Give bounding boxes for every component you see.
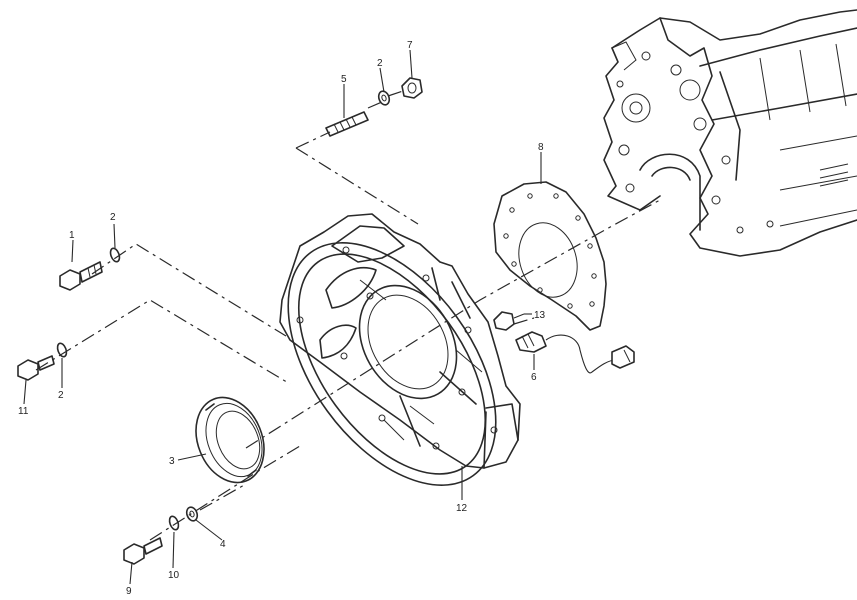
callout-8: 8 xyxy=(538,142,544,153)
callout-13: 13 xyxy=(534,310,546,321)
washer-part-10 xyxy=(168,515,180,531)
callout-12: 12 xyxy=(456,503,468,514)
callout-5: 5 xyxy=(341,74,347,85)
bolt-part-13 xyxy=(493,311,525,331)
callout-7: 7 xyxy=(407,40,413,51)
bolt-part-11 xyxy=(17,355,55,381)
nut-part-7 xyxy=(401,77,423,99)
flywheel-housing-part-12 xyxy=(279,213,521,486)
bolt-part-1 xyxy=(59,261,103,291)
sensor-part-6 xyxy=(515,331,635,374)
callout-numbers: 1 2 5 2 7 8 13 6 12 3 4 9 10 11 2 xyxy=(18,40,546,597)
stud-part-5 xyxy=(325,111,369,137)
engine-block xyxy=(603,9,857,257)
leader-lines xyxy=(23,49,542,585)
callout-2-lower-left: 2 xyxy=(58,390,64,401)
washer-part-2-upper-left xyxy=(109,247,121,263)
assembly-lines xyxy=(35,89,661,541)
washer-part-2-lower-left xyxy=(56,342,68,358)
gasket-part-8 xyxy=(493,181,607,331)
callout-2-upper-left: 2 xyxy=(110,212,116,223)
callout-1: 1 xyxy=(69,230,75,241)
callout-3: 3 xyxy=(169,456,175,467)
callout-6: 6 xyxy=(531,372,537,383)
washer-part-4 xyxy=(185,506,199,522)
callout-2-top: 2 xyxy=(377,58,383,69)
callout-9: 9 xyxy=(126,586,132,597)
bolt-part-9 xyxy=(123,537,163,565)
oil-seal-part-3 xyxy=(195,396,265,484)
callout-11: 11 xyxy=(18,406,29,417)
callout-10: 10 xyxy=(168,570,180,581)
callout-4: 4 xyxy=(220,539,226,550)
